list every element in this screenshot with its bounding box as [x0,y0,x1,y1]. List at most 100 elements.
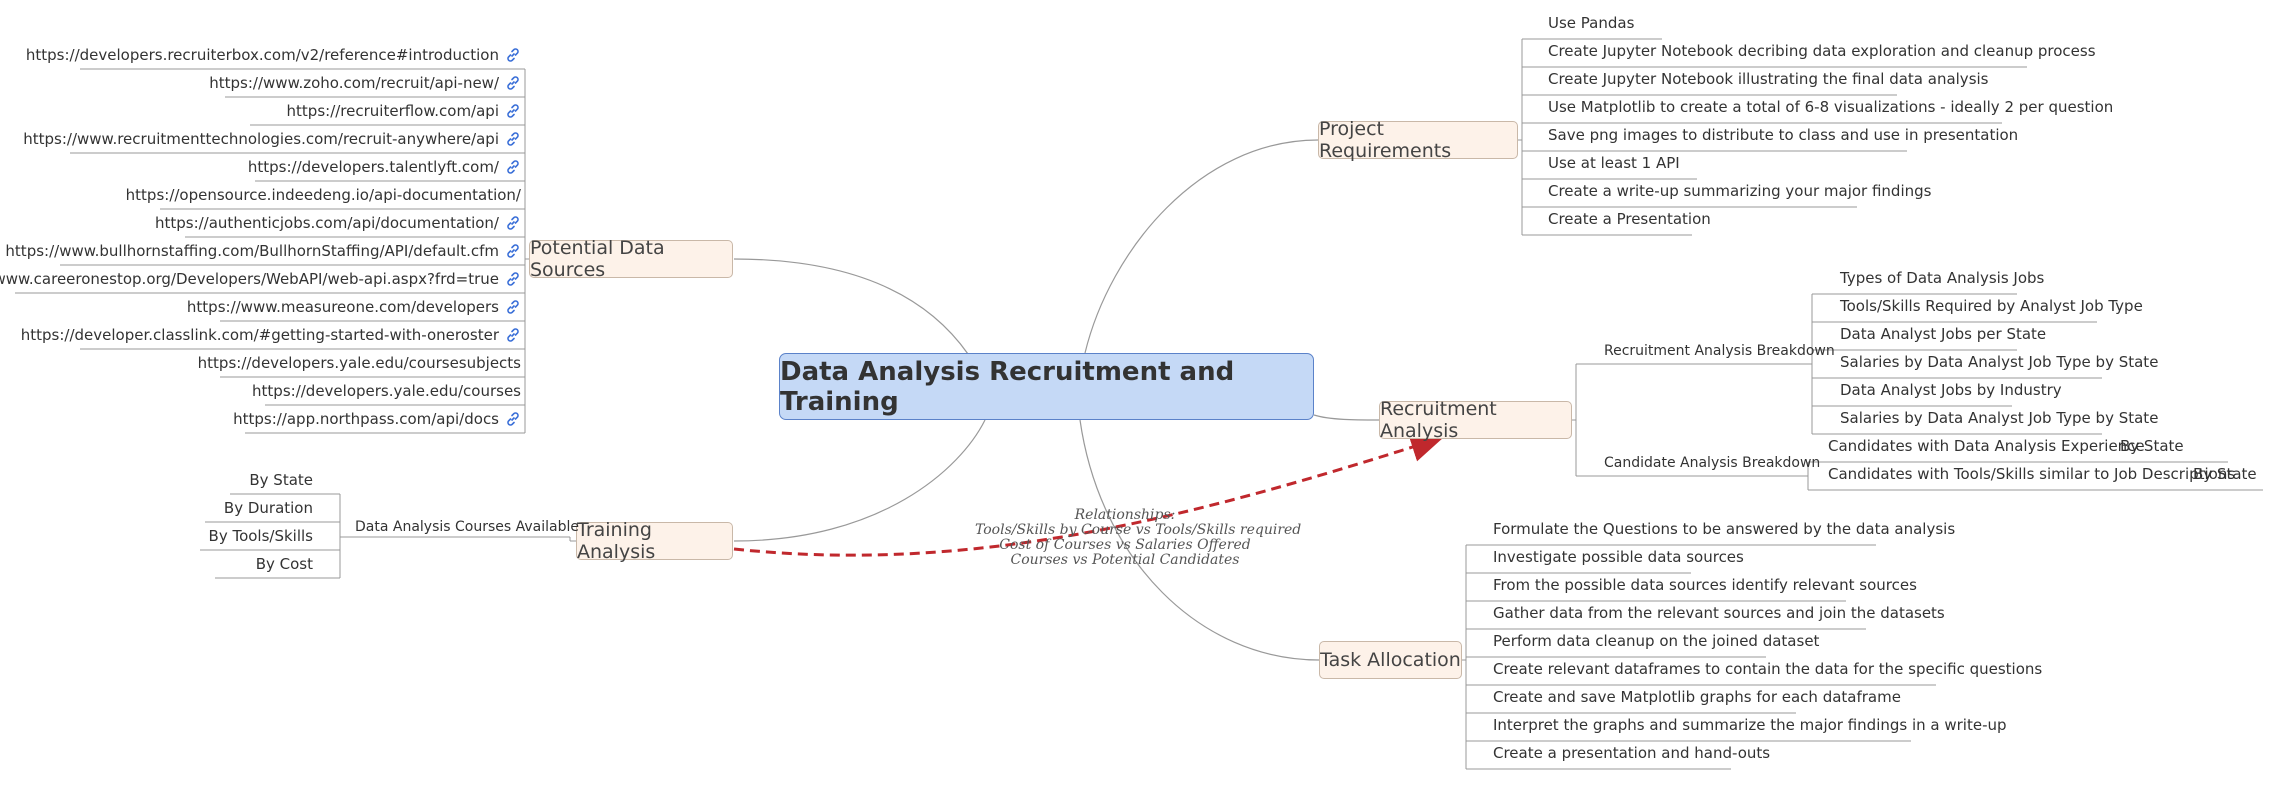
topic-label: Training Analysis [577,519,656,563]
recruitment-metric-item-text: Salaries by Data Analyst Job Type by Sta… [1840,353,2159,371]
source-link-item[interactable]: https://developer.classlink.com/#getting… [21,326,521,344]
source-link-item[interactable]: https://developers.yale.edu/courses [252,382,521,400]
topic-recruitment-analysis[interactable]: Recruitment Analysis [1379,398,1572,442]
task-item-text: Create and save Matplotlib graphs for ea… [1493,688,1901,706]
candidate-metric-item[interactable]: Candidates with Data Analysis Experience [1828,437,2145,455]
source-link-item-text: https://www.bullhornstaffing.com/Bullhor… [5,242,499,260]
link-icon[interactable] [505,47,521,63]
topic-label: Recruitment Analysis [1380,398,1497,442]
training-filter-item[interactable]: By Cost [256,555,313,573]
requirement-item[interactable]: Create a write-up summarizing your major… [1548,182,1931,200]
subtopic-recruitment-breakdown[interactable]: Recruitment Analysis Breakdown [1604,343,1835,359]
source-link-item-text: https://developer.classlink.com/#getting… [20,326,499,344]
source-link-item[interactable]: https://recruiterflow.com/api [287,102,521,120]
task-item[interactable]: Formulate the Questions to be answered b… [1493,520,1955,538]
connector [733,419,986,542]
recruitment-metric-item[interactable]: Types of Data Analysis Jobs [1840,269,2044,287]
source-link-item[interactable]: https://app.northpass.com/api/docs [233,410,521,428]
subtopic-candidate-breakdown[interactable]: Candidate Analysis Breakdown [1604,455,1821,471]
source-link-item[interactable]: https://developers.recruiterbox.com/v2/r… [26,46,521,64]
source-link-item-text: https://developers.talentlyft.com/ [247,158,499,176]
recruitment-metric-item[interactable]: Data Analyst Jobs per State [1840,325,2046,343]
link-icon[interactable] [505,75,521,91]
candidate-by-state-item[interactable]: By State [2120,437,2184,455]
link-icon[interactable] [505,299,521,315]
source-link-item-text: https://opensource.indeedeng.io/api-docu… [125,186,521,204]
link-icon[interactable] [505,159,521,175]
source-link-item[interactable]: https://www.recruitmenttechnologies.com/… [23,130,521,148]
topic-training-analysis[interactable]: Training Analysis [576,519,733,563]
task-item[interactable]: Gather data from the relevant sources an… [1493,604,1945,622]
task-item[interactable]: Create relevant dataframes to contain th… [1493,660,2042,678]
requirement-item[interactable]: Use Pandas [1548,14,1634,32]
recruitment-metric-item-text: Types of Data Analysis Jobs [1840,269,2045,287]
training-filter-item[interactable]: By Tools/Skills [209,527,313,545]
requirement-item-text: Use Matplotlib to create a total of 6-8 … [1548,98,2114,116]
training-filter-item-text: By State [249,471,313,489]
task-item[interactable]: Create and save Matplotlib graphs for ea… [1493,688,1901,706]
source-link-item[interactable]: https://authenticjobs.com/api/documentat… [155,214,521,232]
link-icon[interactable] [505,411,521,427]
recruitment-metric-item[interactable]: Salaries by Data Analyst Job Type by Sta… [1840,409,2158,427]
task-item[interactable]: From the possible data sources identify … [1493,576,1917,594]
recruitment-metric-item[interactable]: Salaries by Data Analyst Job Type by Sta… [1840,353,2158,371]
candidate-metric-item[interactable]: Candidates with Tools/Skills similar to … [1828,465,2235,483]
requirement-item-text: Save png images to distribute to class a… [1548,126,2019,144]
connector [1084,139,1319,354]
source-link-item[interactable]: https://www.zoho.com/recruit/api-new/ [209,74,521,92]
topic-project-requirements[interactable]: Project Requirements [1318,118,1518,162]
central-topic[interactable]: Data Analysis Recruitment and Training [779,353,1314,420]
link-icon[interactable] [505,271,521,287]
requirement-item-text: Create a write-up summarizing your major… [1548,182,1932,200]
relationship-line: Cost of Courses vs Salaries Offered [999,537,1251,553]
central-topic-label: Data Analysis Recruitment and Training [780,356,1235,417]
task-item[interactable]: Interpret the graphs and summarize the m… [1493,716,2007,734]
training-filter-item[interactable]: By Duration [224,499,313,517]
source-link-item-text: https://authenticjobs.com/api/documentat… [154,214,499,232]
task-item-text: Gather data from the relevant sources an… [1493,604,1945,622]
link-icon[interactable] [505,243,521,259]
training-filter-item[interactable]: By State [249,471,313,489]
task-item-text: From the possible data sources identify … [1493,576,1917,594]
source-link-item[interactable]: https://www.bullhornstaffing.com/Bullhor… [5,242,521,260]
source-link-item[interactable]: https://developers.yale.edu/coursesubjec… [198,354,521,372]
requirement-item[interactable]: Create a Presentation [1548,210,1711,228]
task-item-text: Formulate the Questions to be answered b… [1493,520,1956,538]
source-link-item[interactable]: https://opensource.indeedeng.io/api-docu… [126,186,521,204]
link-icon[interactable] [505,215,521,231]
source-link-item[interactable]: https://www.careeronestop.org/Developers… [0,270,521,288]
relationship-label[interactable]: Relationships: Tools/Skills by Course vs… [975,507,1301,568]
relationship-line: Relationships: [1074,507,1176,523]
topic-label: Project Requirements [1319,118,1452,162]
link-icon[interactable] [505,327,521,343]
task-item-text: Perform data cleanup on the joined datas… [1493,632,1820,650]
task-item[interactable]: Perform data cleanup on the joined datas… [1493,632,1819,650]
task-item[interactable]: Investigate possible data sources [1493,548,1744,566]
task-item[interactable]: Create a presentation and hand-outs [1493,744,1770,762]
source-link-item-text: https://www.careeronestop.org/Developers… [0,270,499,288]
topic-potential-data-sources[interactable]: Potential Data Sources [529,237,733,281]
recruitment-metric-item-text: Data Analyst Jobs per State [1840,325,2047,343]
requirement-item[interactable]: Use at least 1 API [1548,154,1680,172]
requirement-item-text: Create Jupyter Notebook decribing data e… [1548,42,2096,60]
source-link-item-text: https://www.zoho.com/recruit/api-new/ [209,74,499,92]
requirement-item[interactable]: Create Jupyter Notebook decribing data e… [1548,42,2096,60]
subtopic-data-analysis-courses[interactable]: Data Analysis Courses Available [355,519,579,535]
requirement-item[interactable]: Create Jupyter Notebook illustrating the… [1548,70,1989,88]
recruitment-metric-item[interactable]: Tools/Skills Required by Analyst Job Typ… [1840,297,2143,315]
source-link-item[interactable]: https://developers.talentlyft.com/ [248,158,521,176]
topic-label: Task Allocation [1320,649,1461,671]
link-icon[interactable] [505,103,521,119]
link-icon[interactable] [505,131,521,147]
topic-task-allocation[interactable]: Task Allocation [1319,641,1462,679]
task-item-text: Interpret the graphs and summarize the m… [1493,716,2007,734]
requirement-item[interactable]: Use Matplotlib to create a total of 6-8 … [1548,98,2113,116]
requirement-item[interactable]: Save png images to distribute to class a… [1548,126,2018,144]
candidate-by-state-item[interactable]: By State [2193,465,2257,483]
connector [733,432,1444,557]
requirement-item-text: Use at least 1 API [1548,154,1680,172]
recruitment-metric-item[interactable]: Data Analyst Jobs by Industry [1840,381,2062,399]
source-link-item[interactable]: https://www.measureone.com/developers [187,298,521,316]
